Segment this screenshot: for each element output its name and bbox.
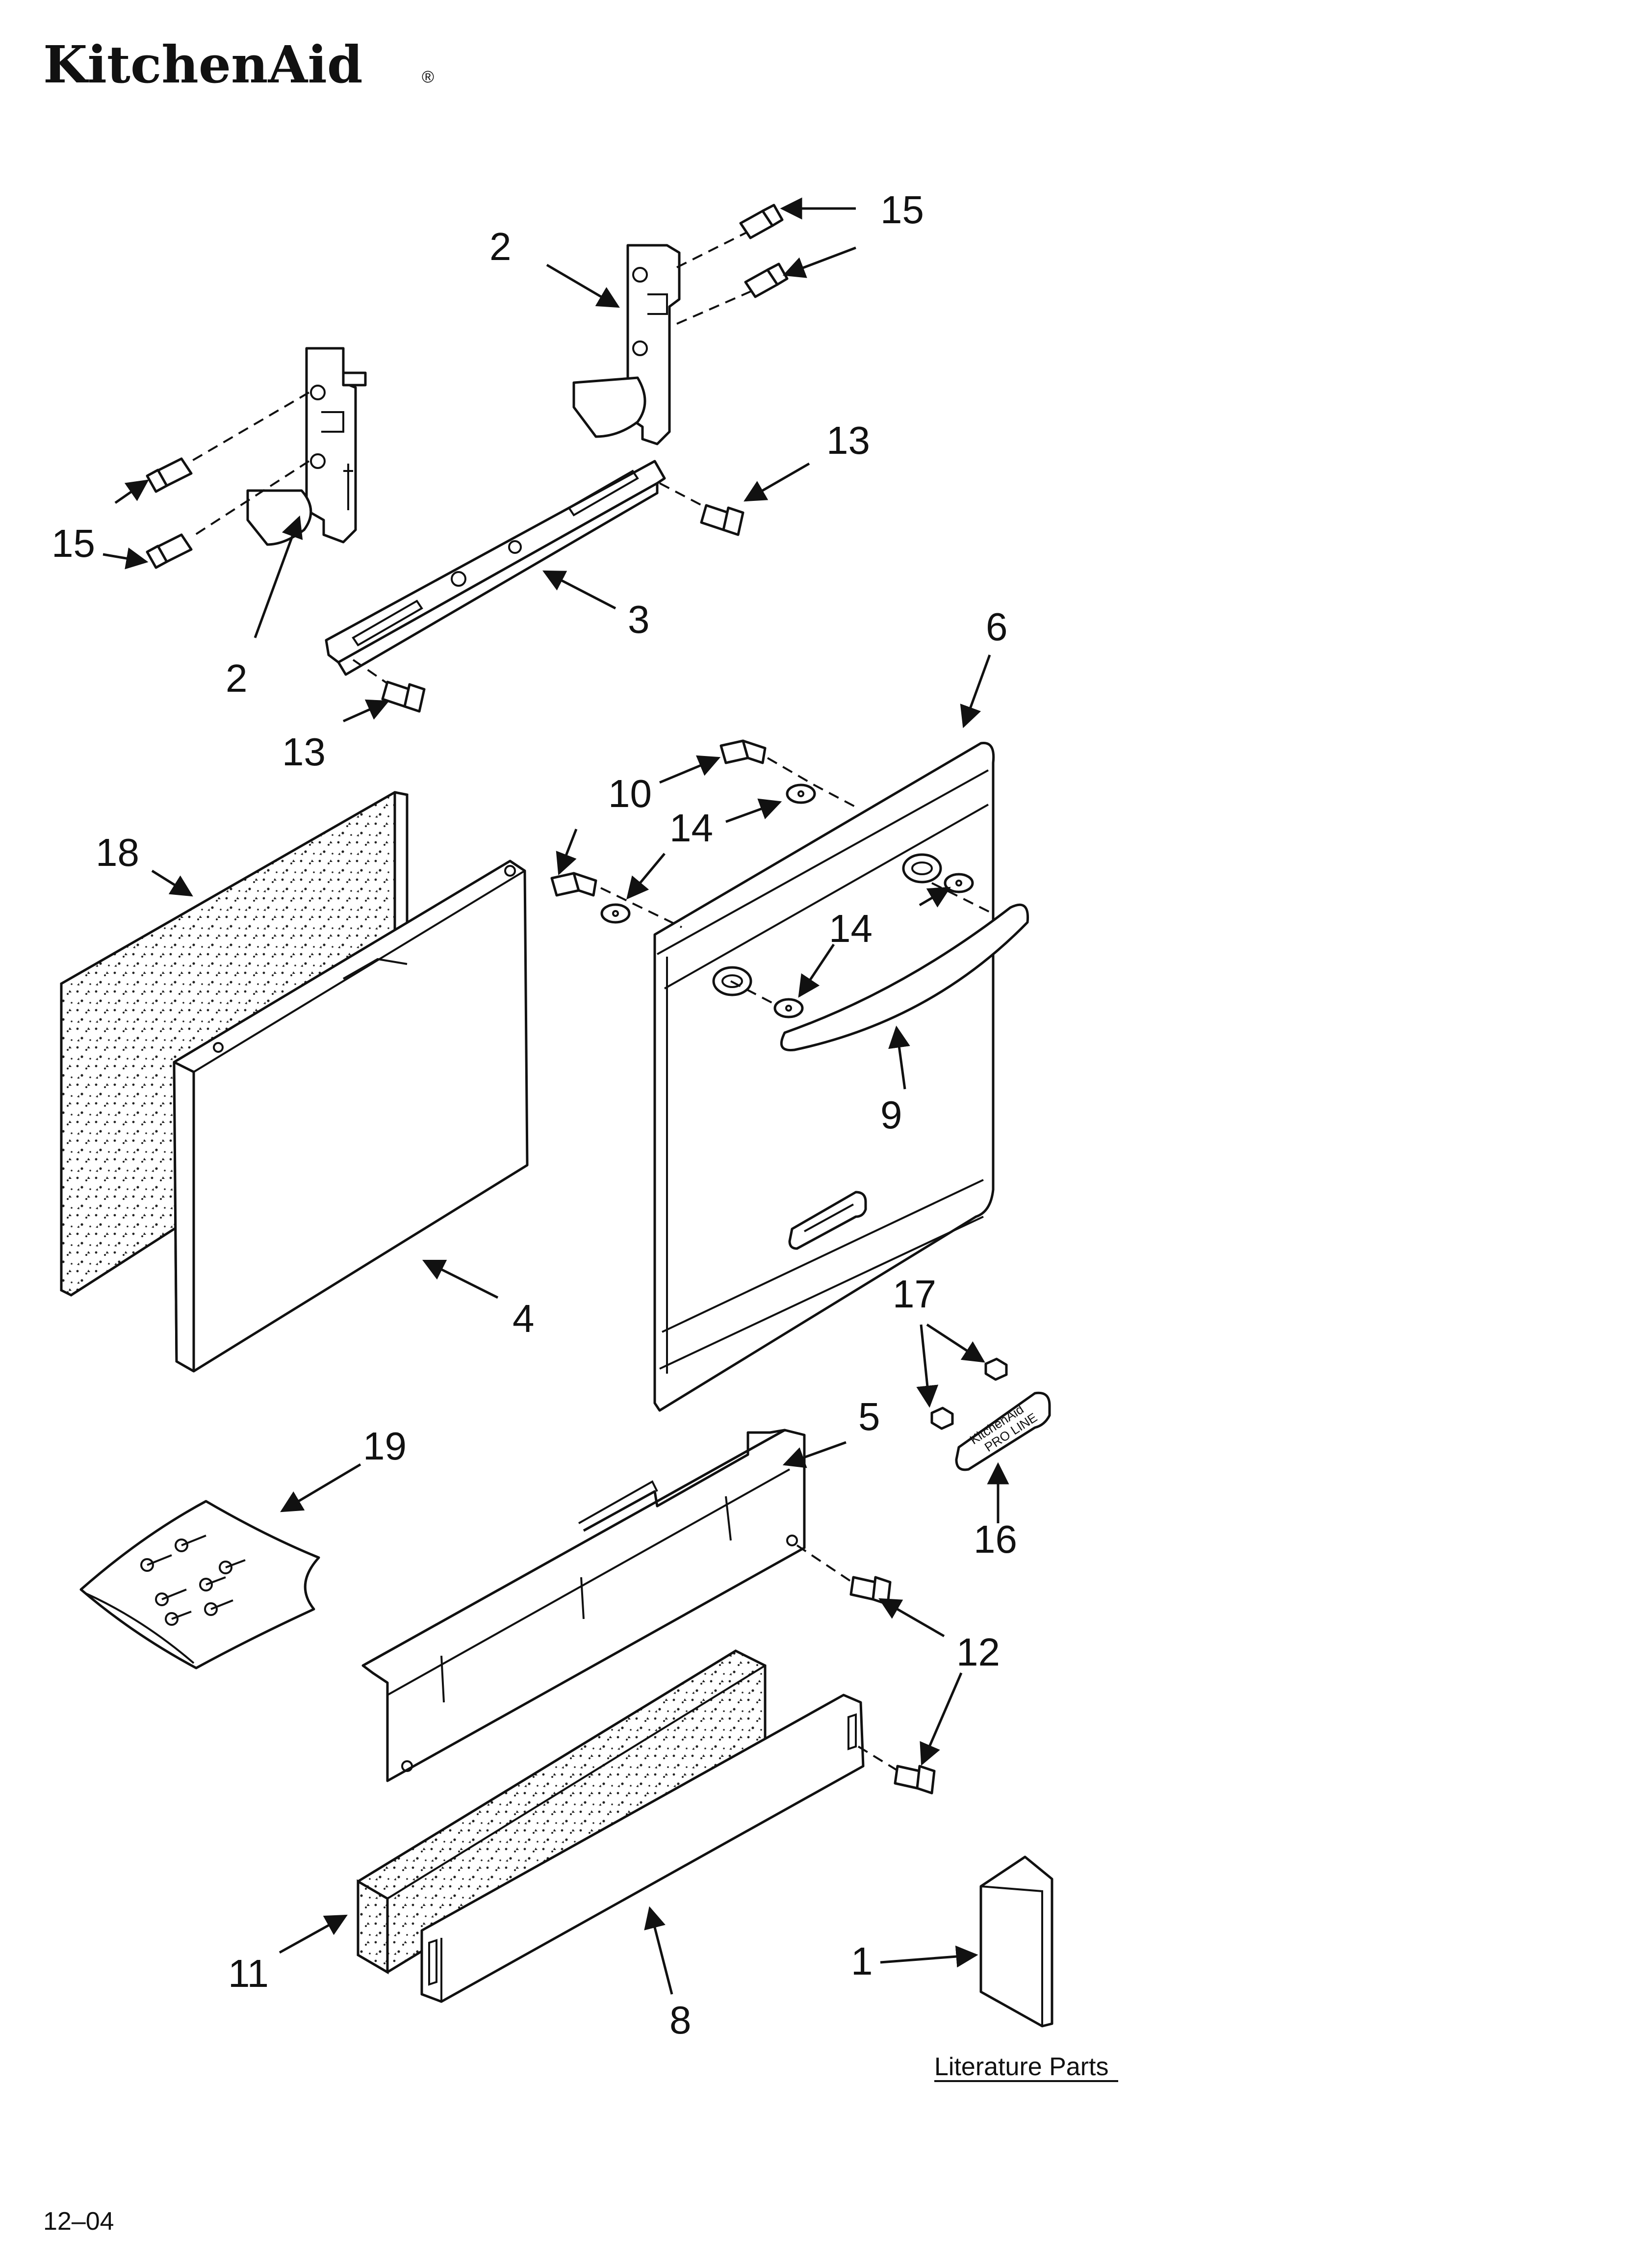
part-19-hardware-bag <box>79 1500 320 1669</box>
callout-6: 6 <box>986 605 1008 649</box>
callout-2-upper: 2 <box>489 225 512 268</box>
screw-15-left-upper <box>146 457 193 493</box>
part-9-door-handle <box>780 903 1029 1052</box>
screw-10-upper <box>719 739 767 764</box>
callout-10: 10 <box>608 772 652 815</box>
screw-12-lower <box>894 1765 936 1795</box>
screw-15-right-lower <box>744 262 789 298</box>
screw-15-right-upper <box>739 204 784 239</box>
part-6-outer-door-panel <box>653 742 995 1412</box>
callout-14-upper: 14 <box>669 806 713 850</box>
callout-5: 5 <box>858 1395 880 1438</box>
nut-17-right <box>984 1357 1008 1381</box>
part-11-foam-block <box>357 1649 767 1975</box>
part-16-nameplate: KitchenAid PRO LINE <box>955 1391 1051 1471</box>
callout-4: 4 <box>513 1297 535 1340</box>
callout-13-upper: 13 <box>826 418 870 462</box>
callout-15-lower: 15 <box>51 521 95 565</box>
brand-logo: KitchenAid ® <box>43 34 434 95</box>
callout-3: 3 <box>628 598 650 641</box>
callout-19: 19 <box>363 1424 407 1468</box>
washer-14-a <box>786 783 816 804</box>
callout-14-lower: 14 <box>829 907 872 950</box>
callout-13-lower: 13 <box>282 730 326 774</box>
callout-12: 12 <box>956 1630 1000 1674</box>
callout-8: 8 <box>669 1998 692 2042</box>
screw-10-lower <box>550 872 597 897</box>
part-4-inner-door-panel <box>173 860 529 1373</box>
brand-name: KitchenAid <box>43 34 363 95</box>
nut-17-left <box>930 1407 954 1430</box>
callout-16: 16 <box>974 1517 1017 1561</box>
screw-15-left-lower <box>146 533 193 569</box>
screw-13-lower <box>381 680 426 713</box>
callout-2-lower: 2 <box>226 656 248 700</box>
screw-13-upper <box>700 504 744 536</box>
leader-arrows <box>103 197 1009 1995</box>
washer-14-b <box>600 903 631 924</box>
callout-15-upper: 15 <box>880 188 924 232</box>
door-handle-mount-right <box>902 853 942 884</box>
callout-11: 11 <box>228 1952 269 1995</box>
part-3-mounting-rail <box>325 460 666 676</box>
revision-code: 12–04 <box>43 2207 114 2236</box>
door-badge-slot <box>788 1191 867 1250</box>
part-8-kick-plate <box>420 1694 865 2003</box>
callout-1: 1 <box>851 1939 873 1983</box>
washer-14-c <box>944 873 974 893</box>
part-1-literature <box>979 1855 1053 2028</box>
literature-parts-label: Literature Parts <box>934 2053 1109 2081</box>
part-2-right-bracket <box>572 244 681 445</box>
callout-9: 9 <box>880 1093 902 1137</box>
callout-18: 18 <box>96 831 139 874</box>
part-5-toe-panel-bracket <box>361 1429 806 1782</box>
washer-14-d <box>773 998 804 1018</box>
callout-17: 17 <box>893 1272 936 1316</box>
brand-registered-mark: ® <box>422 68 434 86</box>
part-2-left-bracket <box>246 347 367 546</box>
callout-labels: 2 15 15 2 13 3 13 6 10 14 14 18 9 4 17 5… <box>51 188 1017 2042</box>
